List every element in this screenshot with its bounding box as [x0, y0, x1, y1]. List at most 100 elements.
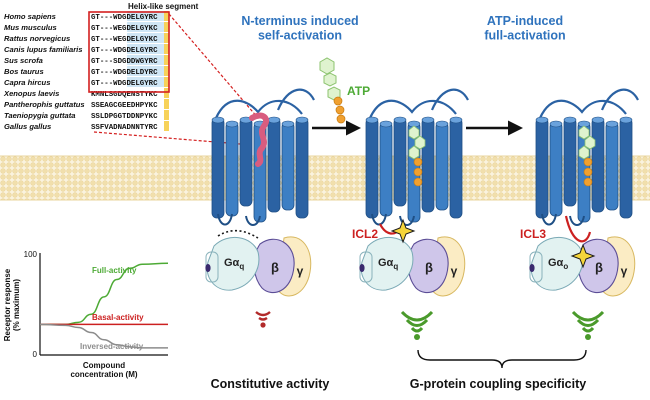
n-terminus-helix	[249, 112, 270, 167]
transmembrane-helix	[591, 117, 605, 213]
alignment-cys-highlight	[164, 55, 169, 65]
helix-top	[619, 116, 633, 124]
species-sequence: GT---WDGDELGYRC	[91, 14, 158, 22]
helix-top	[605, 120, 619, 128]
helix-top	[225, 120, 239, 128]
intracellular-loops	[541, 213, 585, 226]
bound-atp-ring	[408, 125, 420, 140]
transmembrane-helix	[365, 117, 379, 219]
species-sequence: KMNLSGDQENSTYKC	[91, 91, 158, 99]
alignment-highlight	[127, 11, 167, 21]
transmembrane-helix	[535, 117, 549, 219]
helix-top	[563, 116, 577, 124]
species-name: Mus musculus	[4, 23, 57, 32]
helix-top	[421, 116, 435, 124]
helix-top	[435, 120, 449, 128]
species-name: Bos taurus	[4, 67, 44, 76]
icl3-label: ICL3	[520, 227, 546, 241]
helix-top	[535, 116, 549, 124]
icl3-loop	[564, 215, 592, 243]
interaction-star-icl2	[390, 218, 416, 244]
atp-molecule-icon	[319, 57, 346, 124]
gamma-label: γ	[621, 264, 628, 278]
g-alpha-subunit	[360, 237, 414, 291]
helix-top	[267, 116, 281, 124]
bound-atp-ring	[414, 135, 426, 150]
bound-atp-phosphate	[583, 157, 593, 167]
helix-segment-box	[88, 11, 170, 93]
beta-label: β	[425, 260, 433, 275]
species-name: Gallus gallus	[4, 122, 51, 131]
alignment-highlight	[127, 66, 167, 76]
transmembrane-helix	[295, 117, 309, 219]
species-name: Canis lupus familiaris	[4, 45, 83, 54]
alignment-cys-highlight	[164, 66, 169, 76]
extracellular-loops	[215, 99, 303, 119]
gdp-pocket-icon	[359, 264, 365, 272]
alignment-highlight	[127, 44, 167, 54]
extracellular-loop	[600, 88, 639, 111]
signal-weak-icon	[255, 311, 271, 328]
helix-top	[365, 116, 379, 124]
g-alpha-subunit	[530, 237, 584, 291]
bound-atp-ring	[578, 125, 590, 140]
bound-atp-phosphate	[413, 177, 423, 187]
series-line-inversed-activity	[39, 323, 168, 349]
helix-top	[393, 116, 407, 124]
bound-atp-ring	[584, 135, 596, 150]
transmembrane-helix	[379, 121, 393, 217]
y-tick-0: 0	[33, 350, 38, 359]
extracellular-loop	[430, 88, 469, 111]
alignment-cys-highlight	[164, 11, 169, 21]
g-alpha-text: Gα	[548, 257, 564, 269]
species-sequence: SSEAGCGEEDHPYKC	[91, 102, 158, 110]
species-name: Rattus norvegicus	[4, 34, 70, 43]
species-sequence: GT---WEGDELGYKC	[91, 25, 158, 33]
gamma-label: γ	[451, 264, 458, 278]
helix-top	[281, 120, 295, 128]
coupling-specificity-label: G-protein coupling specificity	[410, 377, 586, 391]
helix-top	[549, 120, 563, 128]
transmembrane-helix	[281, 121, 295, 211]
transmembrane-helix	[449, 117, 463, 219]
alignment-cys-highlight	[164, 121, 169, 131]
species-sequence: SSLDPGGTDDNPYKC	[91, 113, 158, 121]
helix-top	[211, 116, 225, 124]
g-alpha-text: Gα	[224, 257, 240, 269]
g-alpha-subtype: q	[239, 262, 244, 271]
transmembrane-helix	[393, 117, 407, 207]
bound-atp-phosphate	[583, 177, 593, 187]
species-sequence: GT---WDGDELGYRC	[91, 80, 158, 88]
alignment-cys-highlight	[164, 77, 169, 87]
bound-atp-phosphate	[583, 167, 593, 177]
zoom-line-top	[168, 13, 259, 119]
series-label-basal-activity: Basal-activity	[92, 313, 144, 322]
y-tick-100: 100	[24, 250, 38, 259]
g-alpha-subtype: q	[393, 262, 398, 271]
species-sequence: GT---WEGDELGYKC	[91, 36, 158, 44]
beta-label: β	[595, 260, 603, 275]
extracellular-loop	[276, 88, 315, 111]
species-name: Taeniopygia guttata	[4, 111, 75, 120]
weak-interaction-dots	[217, 229, 259, 239]
bound-atp-phosphate	[413, 157, 423, 167]
transmembrane-helix	[211, 117, 225, 219]
transmembrane-helix	[619, 117, 633, 219]
alignment-cys-highlight	[164, 22, 169, 32]
extracellular-loops	[539, 99, 627, 119]
y-axis-label: Receptor response(% maximum)	[3, 268, 21, 341]
specificity-bracket	[417, 349, 587, 369]
g-alpha-subunit	[206, 237, 260, 291]
transmembrane-helix	[225, 121, 239, 217]
species-name: Homo sapiens	[4, 12, 56, 21]
species-sequence: GT---WDGDELGYRC	[91, 47, 158, 55]
constitutive-activity-label: Constitutive activity	[211, 377, 330, 391]
extracellular-loops	[369, 99, 457, 119]
gdp-pocket-icon	[205, 264, 211, 272]
helix-top	[449, 116, 463, 124]
